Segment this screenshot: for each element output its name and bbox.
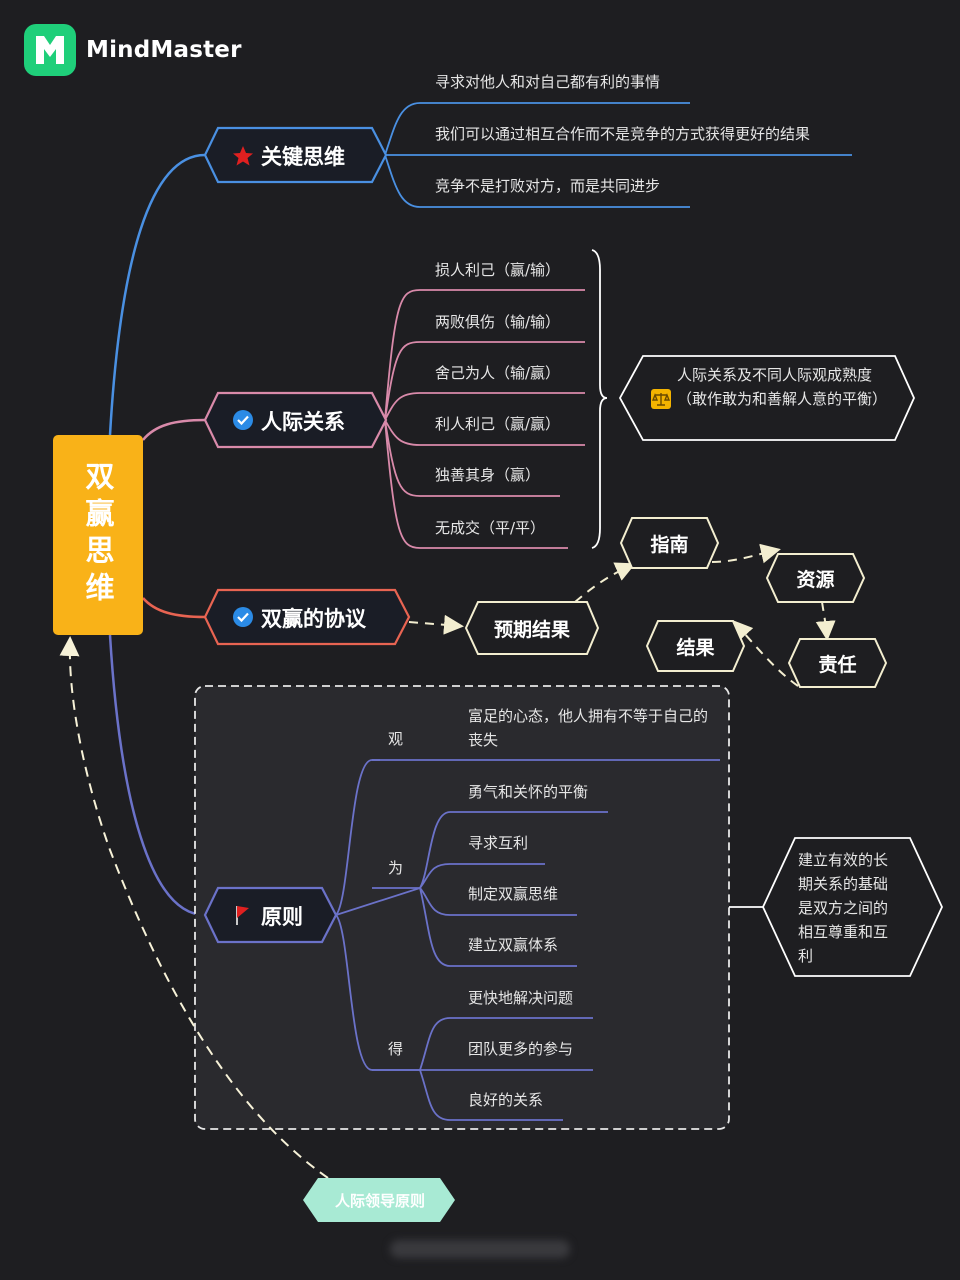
group-label: 为 <box>388 859 404 877</box>
list-item: 良好的关系 <box>468 1091 544 1109</box>
central-topic[interactable]: 双赢思维 <box>53 435 143 635</box>
app-name: MindMaster <box>86 37 242 63</box>
list-item: 损人利己（赢/输） <box>435 261 561 279</box>
list-item: 寻求互利 <box>468 834 529 852</box>
list-item: 我们可以通过相互合作而不是竞争的方式获得更好的结果 <box>435 125 811 143</box>
list-item: 两败俱伤（输/输） <box>435 313 561 331</box>
blurred-watermark <box>390 1240 570 1258</box>
flow-node-responsibility[interactable]: 责任 <box>818 654 857 676</box>
principles-summary: 建立有效的长期关系的基础是双方之间的相互尊重和互利 <box>798 851 889 965</box>
balance-scale-icon <box>651 389 671 409</box>
central-topic-label: 双赢思维 <box>81 461 115 609</box>
app-logo: MindMaster <box>24 24 242 76</box>
branch-label: 原则 <box>261 905 303 929</box>
list-item: 独善其身（赢） <box>435 466 541 484</box>
red-flag-icon <box>236 906 249 925</box>
expected-result-node[interactable]: 预期结果 <box>493 619 570 641</box>
list-item: 舍己为人（输/赢） <box>435 364 561 382</box>
list-item: 制定双赢思维 <box>468 885 559 903</box>
blue-check-icon <box>233 410 253 430</box>
footer-topic[interactable]: 人际领导原则 <box>334 1191 425 1210</box>
list-item: 团队更多的参与 <box>468 1040 574 1058</box>
group-label: 得 <box>388 1040 404 1058</box>
red-star-icon <box>233 146 253 166</box>
list-item: 更快地解决问题 <box>468 989 574 1007</box>
list-item: 勇气和关怀的平衡 <box>468 783 589 801</box>
group-label: 观 <box>388 730 404 748</box>
flow-node-resources[interactable]: 资源 <box>796 569 835 591</box>
relations-summary: 人际关系及不同人际观成熟度（敢作敢为和善解人意的平衡） <box>677 366 888 408</box>
list-item: 富足的心态，他人拥有不等于自己的丧失 <box>468 707 709 749</box>
flow-node-result[interactable]: 结果 <box>676 637 715 659</box>
branch-label: 人际关系 <box>261 410 345 434</box>
list-item: 寻求对他人和对自己都有利的事情 <box>435 73 661 91</box>
list-item: 建立双赢体系 <box>468 936 559 954</box>
list-item: 竞争不是打败对方，而是共同进步 <box>435 177 661 195</box>
branch-label: 双赢的协议 <box>261 607 366 631</box>
blue-check-icon <box>233 607 253 627</box>
branch-label: 关键思维 <box>261 145 345 169</box>
list-item: 利人利己（赢/赢） <box>435 415 561 433</box>
flow-node-guide[interactable]: 指南 <box>650 534 689 556</box>
list-item: 无成交（平/平） <box>435 519 546 537</box>
mindmaster-logo-icon <box>24 24 76 76</box>
